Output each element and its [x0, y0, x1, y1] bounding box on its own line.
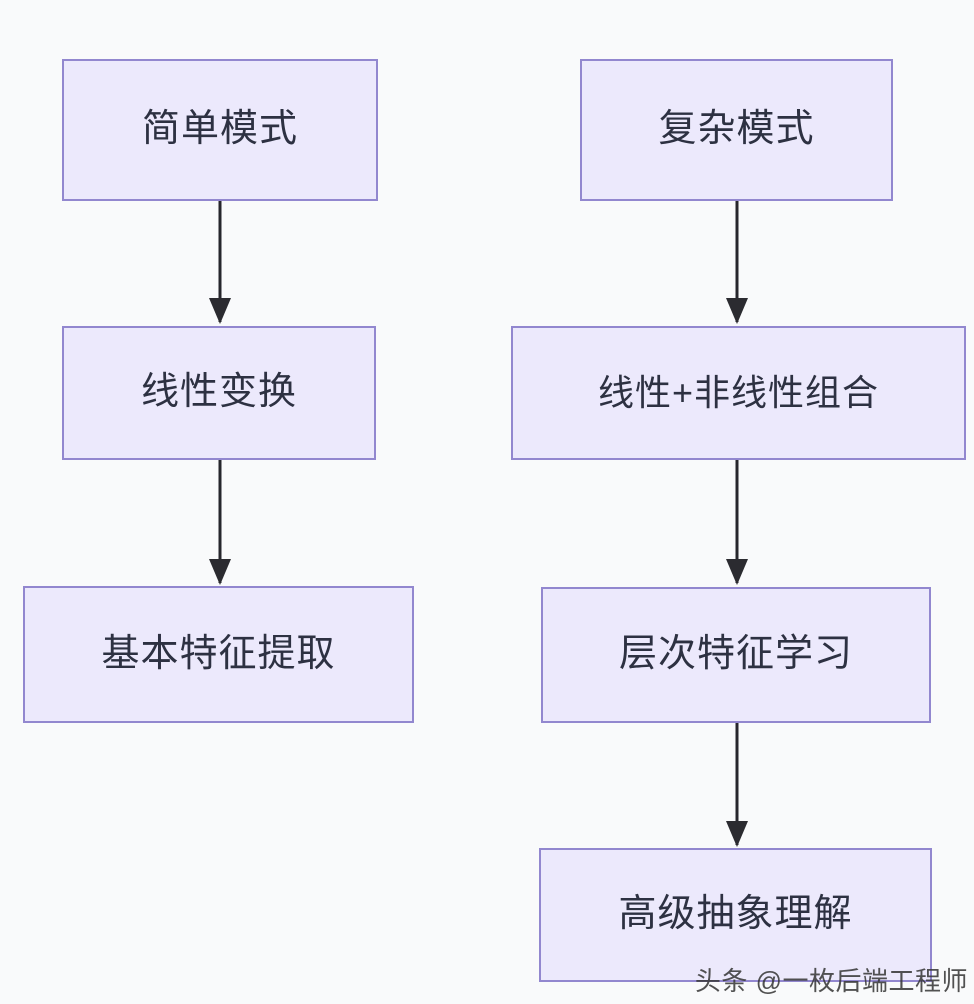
watermark-text: 头条 @一枚后端工程师 — [694, 966, 968, 996]
node-linear-transform[interactable]: 线性变换 — [62, 326, 376, 460]
node-complex-mode[interactable]: 复杂模式 — [580, 59, 893, 201]
node-label: 线性变换 — [140, 371, 297, 414]
node-label: 层次特征学习 — [618, 633, 853, 676]
node-advanced-abstract-understanding[interactable]: 高级抽象理解 — [539, 848, 932, 982]
node-simple-mode[interactable]: 简单模式 — [62, 59, 378, 201]
node-linear-nonlinear-combo[interactable]: 线性+非线性组合 — [511, 326, 966, 460]
node-label: 简单模式 — [141, 108, 298, 151]
node-label: 高级抽象理解 — [618, 893, 853, 936]
node-label: 线性+非线性组合 — [597, 372, 880, 414]
node-basic-feature-extraction[interactable]: 基本特征提取 — [23, 586, 414, 723]
node-label: 基本特征提取 — [101, 632, 336, 675]
node-hierarchical-feature-learning[interactable]: 层次特征学习 — [541, 587, 931, 723]
node-label: 复杂模式 — [658, 108, 815, 151]
